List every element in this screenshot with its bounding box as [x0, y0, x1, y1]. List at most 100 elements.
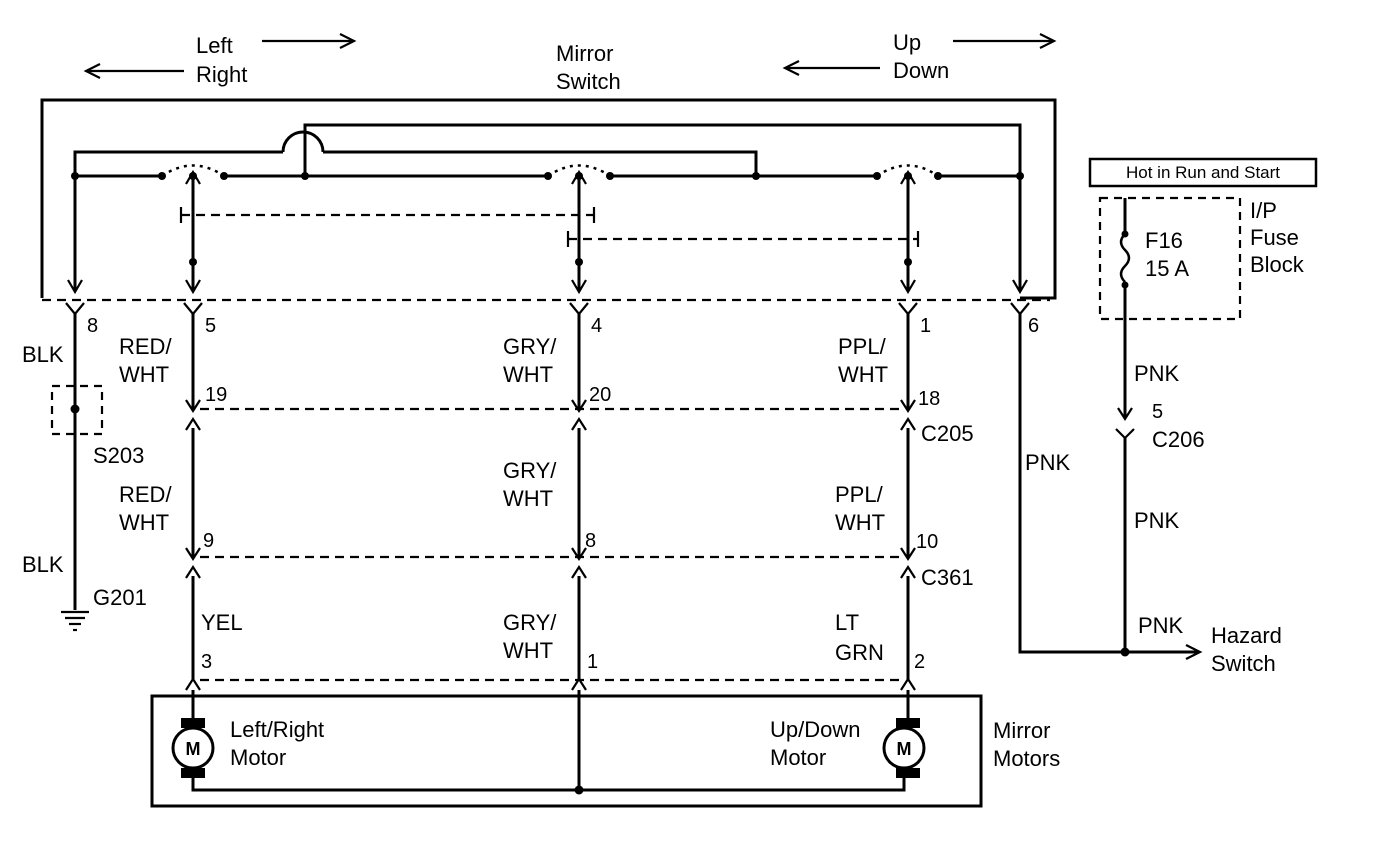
arrow-left-head — [83, 63, 101, 79]
wire-color-blk-upper: BLK — [22, 342, 64, 367]
label-up: Up — [893, 30, 921, 55]
ground-label: G201 — [93, 585, 147, 610]
wire-color-red-wht-2b: WHT — [119, 510, 169, 535]
hot-in-run-start-box — [1088, 157, 1318, 188]
c205-label: C205 — [921, 421, 974, 446]
wire-color-ppl-wht-1a: PPL/ — [838, 334, 887, 359]
hazard-switch-label-2: Switch — [1211, 651, 1276, 676]
motor-pin-3: 3 — [201, 651, 212, 673]
motors-housing — [150, 694, 983, 808]
c205-pin-19: 19 — [205, 384, 227, 406]
switch-terminal-arrows — [67, 279, 1028, 295]
c206-male — [1117, 407, 1133, 422]
wire-color-red-wht-2a: RED/ — [119, 482, 172, 507]
switch-contact-arc-3 — [876, 164, 939, 178]
ud-motor-label-2: Motor — [770, 745, 826, 770]
arrow-right-head — [339, 33, 357, 49]
power-feed-circuit: PNK Hot in Run and Start F16 15 A I/P Fu… — [1018, 157, 1318, 676]
wire-color-red-wht-1a: RED/ — [119, 334, 172, 359]
wire-color-gry-wht-3a: GRY/ — [503, 610, 557, 635]
fuse-block-box — [1098, 196, 1242, 321]
switch-internal-wire-a — [73, 150, 283, 290]
motor-pin-2: 2 — [914, 651, 925, 673]
label-down: Down — [893, 58, 949, 83]
ground-circuit: BLK S203 BLK G201 — [22, 314, 147, 632]
arrow-down-head — [782, 60, 800, 76]
wire-color-gry-wht-3b: WHT — [503, 638, 553, 663]
wire-color-gry-wht-2b: WHT — [503, 486, 553, 511]
c361-pin-9: 9 — [203, 530, 214, 552]
wire-color-pnk-2: PNK — [1134, 508, 1180, 533]
lr-motor-label-1: Left/Right — [230, 717, 324, 742]
label-right: Right — [196, 62, 247, 87]
switch-pin-5: 5 — [205, 315, 216, 337]
wire-color-ppl-wht-2b: WHT — [835, 510, 885, 535]
wire-color-gry-wht-2a: GRY/ — [503, 458, 557, 483]
hot-in-run-start-label: Hot in Run and Start — [1126, 163, 1280, 182]
switch-internal-wire-b — [323, 150, 758, 176]
c361-pin-10: 10 — [916, 531, 938, 553]
wire-color-gry-wht-1a: GRY/ — [503, 334, 557, 359]
c205-pin-20: 20 — [589, 384, 611, 406]
mirror-switch-box — [40, 98, 1057, 302]
wire-color-pnk-3: PNK — [1138, 613, 1184, 638]
fuse-block-label-3: Block — [1250, 252, 1305, 277]
wire-color-ppl-wht-1b: WHT — [838, 362, 888, 387]
ud-motor-label-1: Up/Down — [770, 717, 860, 742]
arrow-up-head — [1039, 33, 1057, 49]
fuse-block-label-1: I/P — [1250, 198, 1277, 223]
lr-motor-m: M — [186, 739, 201, 759]
splice-box — [50, 384, 104, 436]
motor-common-return — [191, 778, 906, 792]
c206-female — [1115, 428, 1135, 440]
wire-color-blk-lower: BLK — [22, 552, 64, 577]
hazard-junction-dot — [1120, 647, 1130, 657]
wire-color-lt-grn-a: LT — [835, 610, 859, 635]
connector-c205: 19 20 18 C205 — [185, 384, 974, 446]
switch-internal-wire-c — [303, 123, 1022, 290]
fuse-dot-top — [1121, 230, 1129, 238]
lr-motor-brush-top — [181, 718, 205, 728]
lr-motor-label-2: Motor — [230, 745, 286, 770]
motor-connector: 3 1 2 — [185, 651, 925, 691]
wire-color-ppl-wht-2a: PPL/ — [835, 482, 884, 507]
left-right-direction-labels: Left Right — [83, 33, 357, 87]
mirror-motors-label-1: Mirror — [993, 718, 1050, 743]
switch-pin-6: 6 — [1028, 315, 1039, 337]
common-junction-dot — [574, 785, 584, 795]
wire-color-gry-wht-1b: WHT — [503, 362, 553, 387]
wire-color-yel: YEL — [201, 610, 243, 635]
c206-label: C206 — [1152, 427, 1205, 452]
c205-pin-18: 18 — [918, 388, 940, 410]
switch-contact-arc-2 — [547, 164, 611, 178]
connector-c361: 9 8 10 C361 — [185, 530, 974, 590]
label-left: Left — [196, 33, 233, 58]
wire-color-lt-grn-b: GRN — [835, 640, 884, 665]
hazard-switch-label-1: Hazard — [1211, 623, 1282, 648]
switch-connector-female-marks — [65, 302, 1030, 316]
wire-color-pnk-1: PNK — [1134, 361, 1180, 386]
switch-pin-8: 8 — [87, 315, 98, 337]
c206-pin-5: 5 — [1152, 401, 1163, 423]
splice-dot — [70, 404, 80, 414]
ud-motor-brush-bottom — [896, 768, 920, 778]
c361-pin-8: 8 — [585, 530, 596, 552]
fuse-name: F16 — [1145, 228, 1183, 253]
up-down-direction-labels: Up Down — [782, 30, 1057, 83]
motor-pin-1: 1 — [587, 651, 598, 673]
mirror-motors-box: M M Left/Right Motor Up/Down Motor — [150, 690, 983, 808]
ud-motor-m: M — [897, 739, 912, 759]
wire-color-red-wht-1b: WHT — [119, 362, 169, 387]
mirror-switch-title-1: Mirror — [556, 41, 613, 66]
switch-contact-arc-1 — [161, 164, 225, 178]
c361-label: C361 — [921, 565, 974, 590]
mirror-motors-label-2: Motors — [993, 746, 1060, 771]
switch-housing — [40, 98, 1057, 300]
splice-label: S203 — [93, 443, 144, 468]
fuse-f16-symbol — [1119, 233, 1131, 283]
fuse-rating: 15 A — [1145, 256, 1189, 281]
switch-pin-1: 1 — [920, 315, 931, 337]
switch-pin-4: 4 — [591, 315, 602, 337]
mirror-switch-title-2: Switch — [556, 69, 621, 94]
